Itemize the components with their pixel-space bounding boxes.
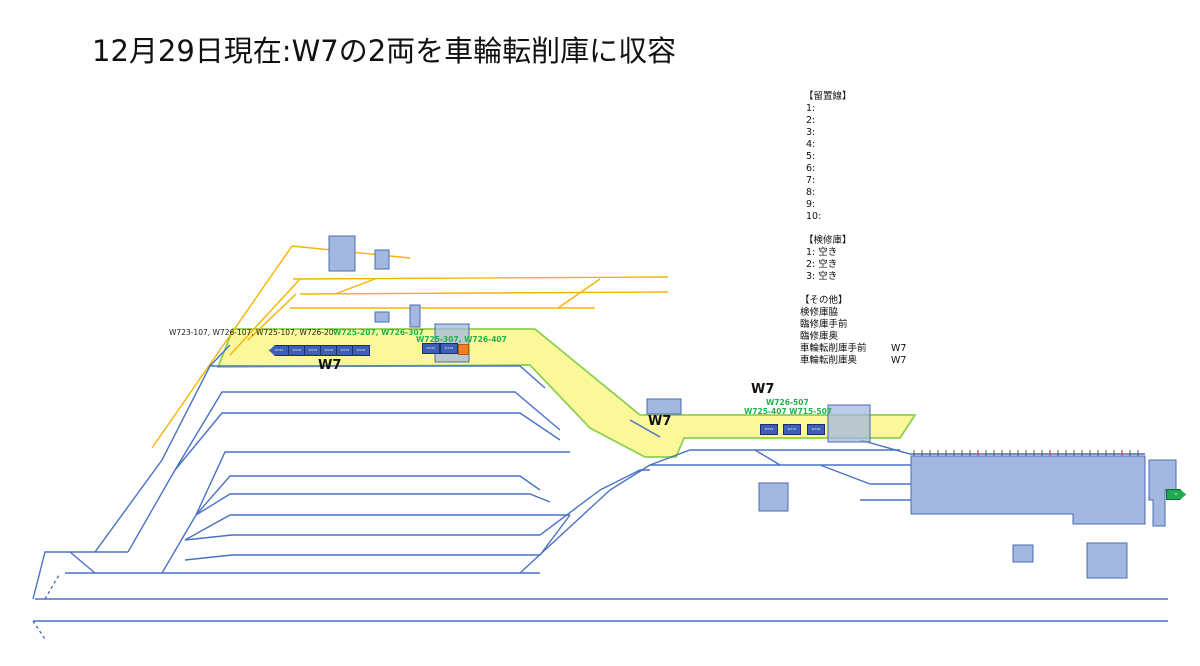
w7-middle-label: W7 xyxy=(648,414,672,429)
building-depot-top xyxy=(328,235,356,272)
train-car: W726 xyxy=(807,424,825,435)
legend-track-row: 9: xyxy=(806,199,816,210)
building-lower-1 xyxy=(758,482,789,512)
legend-track-row: 5: xyxy=(806,151,816,162)
wheel-shed-cars-label-1: W726-507 xyxy=(766,398,809,407)
building-small-2 xyxy=(374,311,390,323)
train-car: W726 xyxy=(440,343,458,354)
legend-track-row: 3: xyxy=(806,127,816,138)
legend-other-label: 車輪転削庫奥 xyxy=(800,355,858,366)
building-lower-3 xyxy=(1086,542,1128,579)
w7-upper-label: W7 xyxy=(318,358,342,373)
legend-track-row: 7: xyxy=(806,175,816,186)
repair-cars-label-green: W725-307, W726-407 xyxy=(416,335,507,344)
yard-tracks xyxy=(32,344,1168,640)
upper-cars-label-green: W725-207, W726-307 xyxy=(333,328,424,337)
train-car xyxy=(458,344,469,355)
legend-other-header: 【その他】 xyxy=(800,295,848,306)
legend-other-row: 車輪転削庫手前 W7 xyxy=(800,343,950,355)
building-inspection-shed xyxy=(910,455,1146,525)
building-small-3 xyxy=(409,304,421,328)
legend-inspection-header: 【検修庫】 xyxy=(804,235,852,246)
buildings xyxy=(328,235,1177,579)
legend-track-row: 4: xyxy=(806,139,816,150)
legend-other-label: 臨修庫奥 xyxy=(800,331,839,342)
page-title: 12月29日現在:W7の2両を車輪転削庫に収容 xyxy=(92,34,677,68)
legend-other-label: 車輪転削庫手前 xyxy=(800,343,867,354)
legend-other-row: 車輪転削庫奥 W7 xyxy=(800,355,950,367)
train-car: W xyxy=(1166,489,1186,500)
legend-inspection-row: 1: 空き xyxy=(806,247,838,258)
legend-inspection-row: 2: 空き xyxy=(806,259,838,270)
legend: 【留置線】 1: 2: 3: 4: 5: 6: 7: 8: 9: 10: 【検修… xyxy=(800,91,950,367)
legend-inspection-row: 3: 空き xyxy=(806,271,838,282)
building-wheel-shed xyxy=(827,404,871,443)
building-mid xyxy=(646,398,682,415)
legend-track-row: 1: xyxy=(806,103,816,114)
legend-track-row: 6: xyxy=(806,163,816,174)
legend-track-row: 10: xyxy=(806,211,822,222)
legend-other-row: 臨修庫手前 xyxy=(800,319,950,331)
legend-track-row: 2: xyxy=(806,115,816,126)
building-lower-2 xyxy=(1012,544,1034,563)
platform-ticks xyxy=(913,450,1139,456)
legend-other-label: 臨修庫手前 xyxy=(800,319,848,330)
building-right-tower xyxy=(1148,459,1177,527)
siding-tracks xyxy=(151,245,669,449)
legend-other-value: W7 xyxy=(891,355,907,366)
train-car: W725 xyxy=(760,424,778,435)
train-car: W715 xyxy=(783,424,801,435)
legend-track-row: 8: xyxy=(806,187,816,198)
legend-tracks-header: 【留置線】 xyxy=(804,91,852,102)
train-car: W725 xyxy=(422,343,440,354)
legend-other-row: 検修庫脇 xyxy=(800,307,950,319)
upper-cars-label: W723-107, W726-107, W725-107, W726-207 xyxy=(169,328,339,337)
legend-other-value: W7 xyxy=(891,343,907,354)
train-car: W726 xyxy=(352,345,370,356)
legend-other-row: 臨修庫奥 xyxy=(800,331,950,343)
wheel-shed-cars-label-2: W725-407 W715-507 xyxy=(744,407,833,416)
building-small-1 xyxy=(374,249,390,270)
w7-right-label: W7 xyxy=(751,382,775,397)
legend-other-label: 検修庫脇 xyxy=(800,307,839,318)
